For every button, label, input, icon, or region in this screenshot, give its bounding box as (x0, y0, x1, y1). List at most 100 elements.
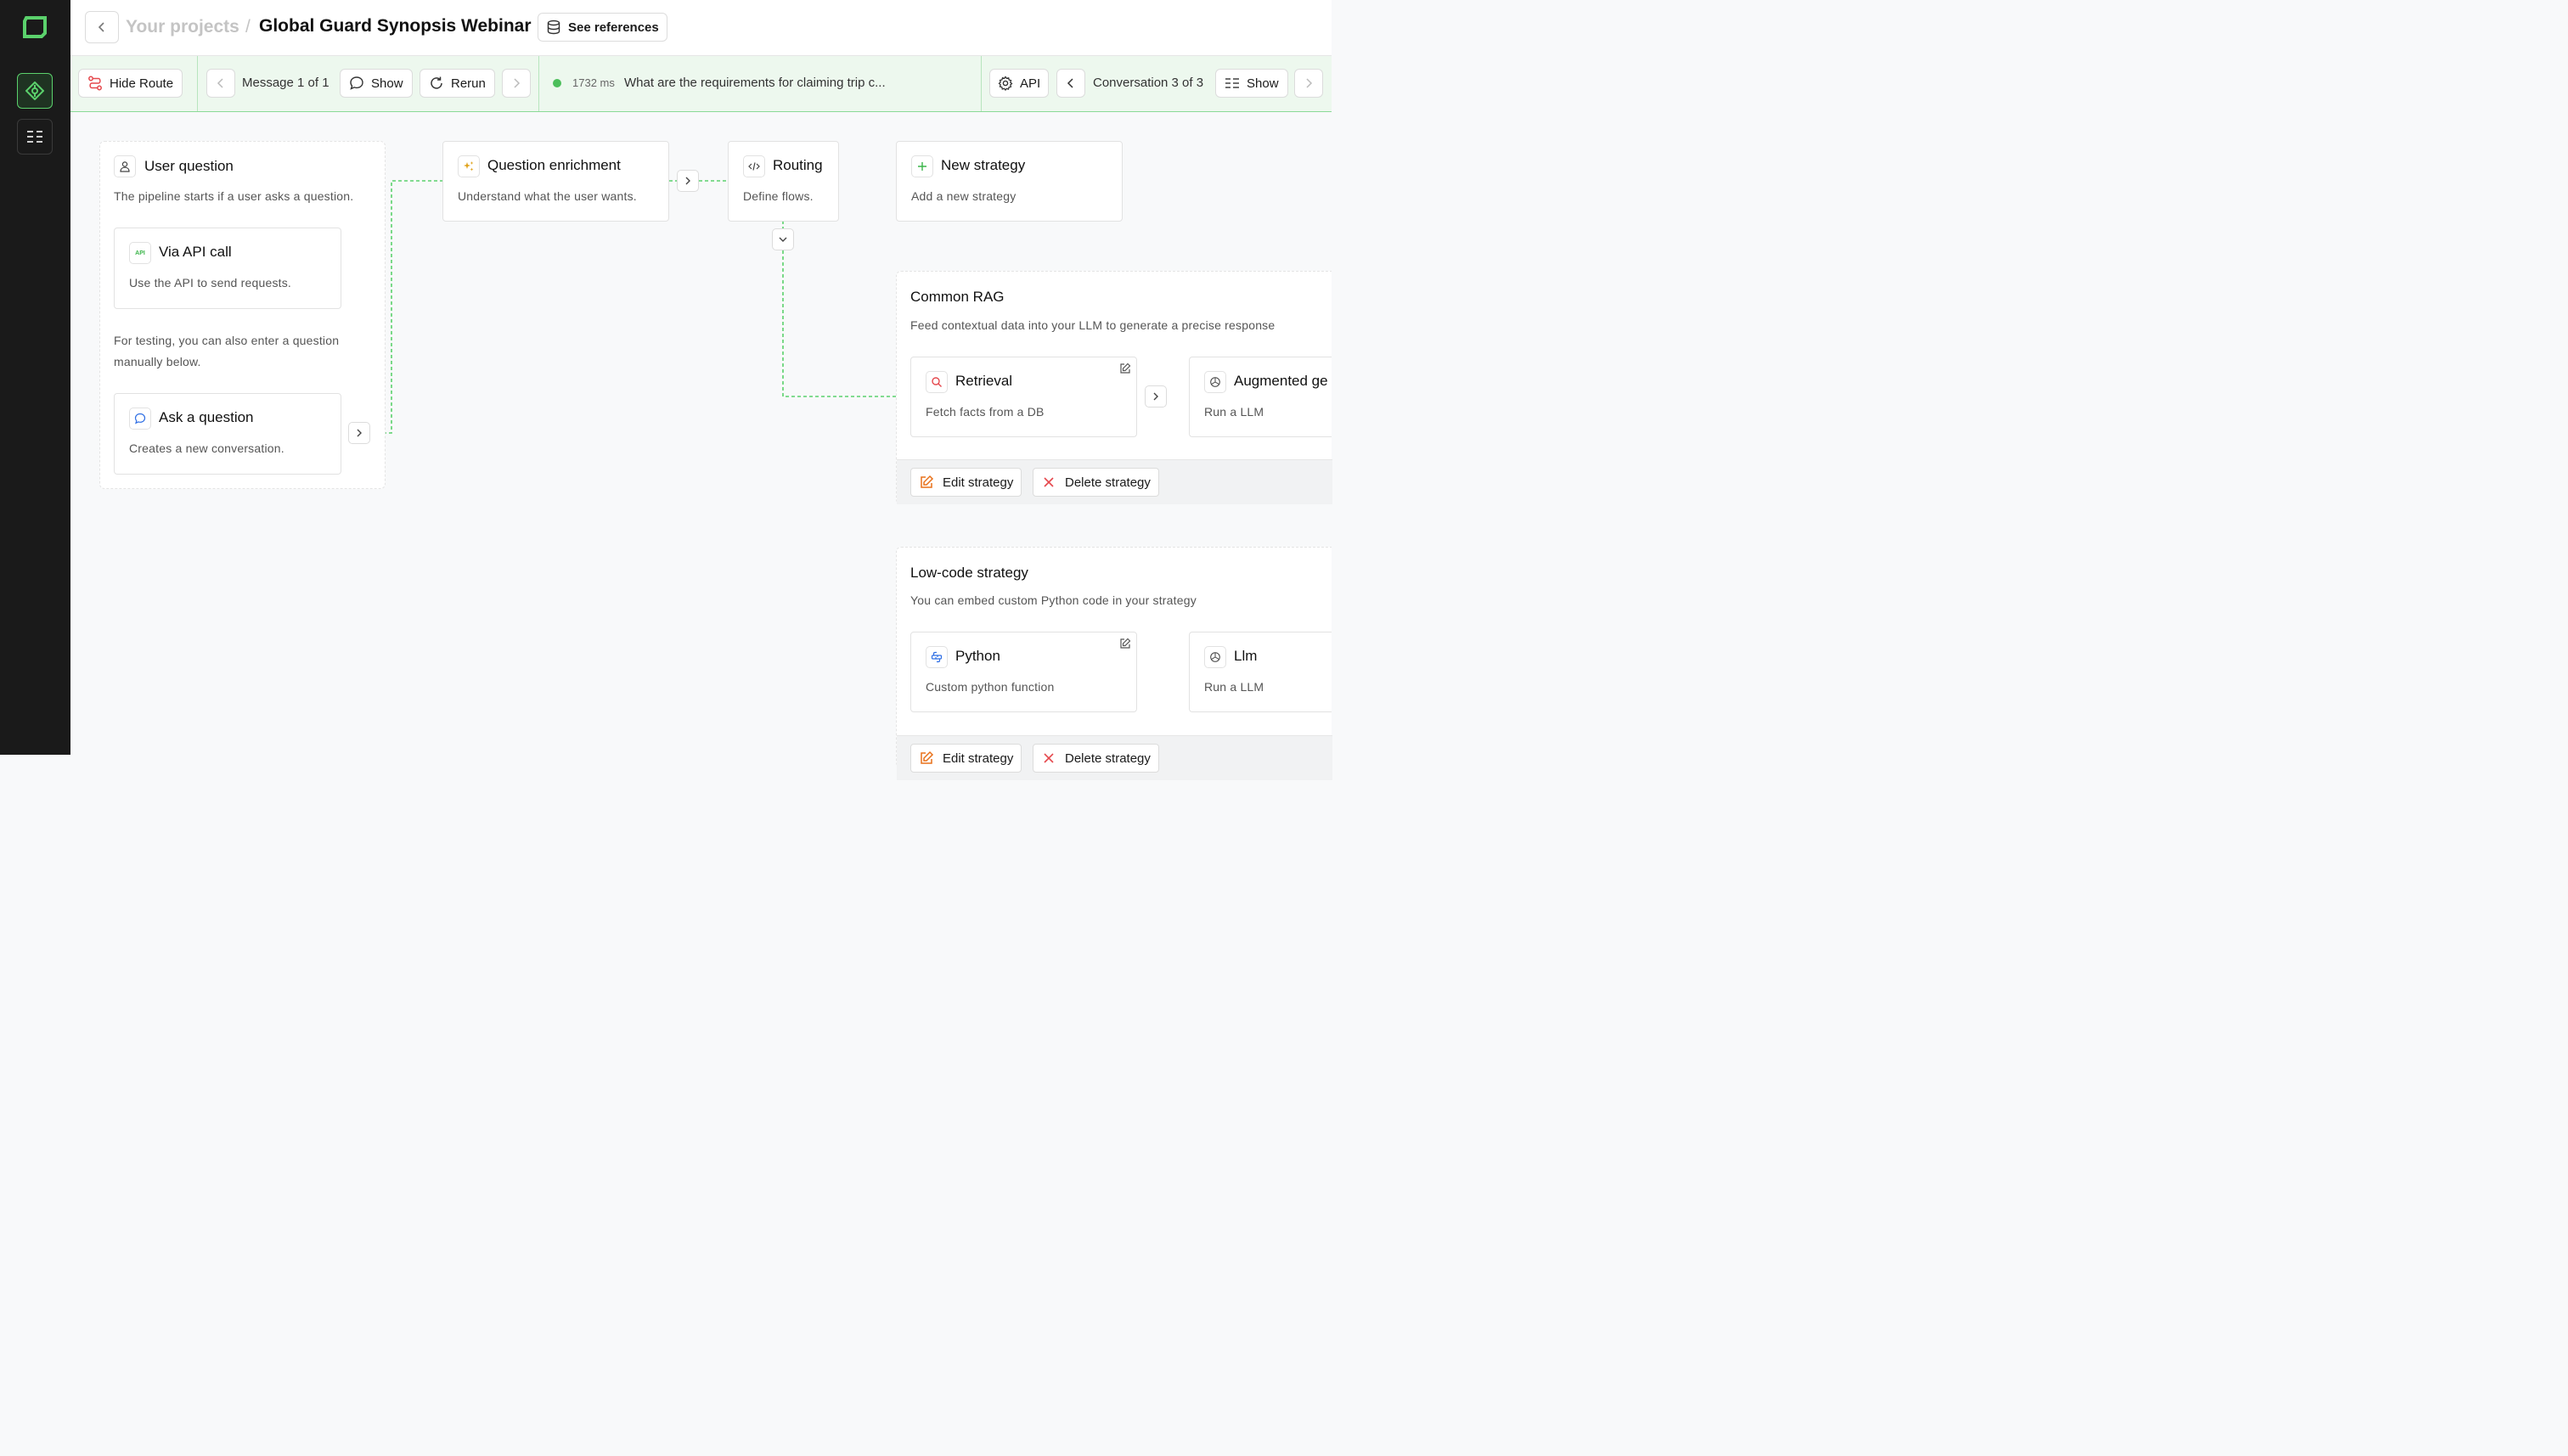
chevron-right-icon (1306, 78, 1313, 88)
low-code-description: You can embed custom Python code in your… (910, 593, 1197, 607)
low-code-actions: Edit strategy Delete strategy (897, 735, 1332, 780)
edit-strategy-label: Edit strategy (943, 750, 1014, 766)
see-references-label: See references (568, 20, 659, 35)
refresh-icon (431, 76, 442, 89)
next-message-button[interactable] (502, 69, 531, 98)
augmented-generation-title: Augmented ge (1234, 373, 1328, 389)
new-strategy-card[interactable]: New strategy Add a new strategy (896, 141, 1123, 222)
chevron-right-icon (514, 78, 521, 88)
ask-question-card[interactable]: Ask a question Creates a new conversatio… (114, 393, 341, 475)
delete-strategy-button[interactable]: Delete strategy (1033, 468, 1159, 497)
ask-question-description: Creates a new conversation. (129, 441, 284, 455)
hide-route-button[interactable]: Hide Route (78, 69, 183, 98)
retrieval-title: Retrieval (955, 373, 1013, 389)
toolbar-divider (981, 56, 982, 111)
python-title: Python (955, 648, 1000, 664)
search-icon (926, 371, 948, 393)
next-conversation-button[interactable] (1294, 69, 1323, 98)
routing-title: Routing (773, 157, 823, 173)
common-rag-title: Common RAG (910, 289, 1005, 305)
delete-strategy-label: Delete strategy (1065, 475, 1151, 490)
list-icon (27, 131, 42, 143)
sidebar (0, 0, 70, 755)
edit-strategy-label: Edit strategy (943, 475, 1014, 490)
routing-card[interactable]: Routing Define flows. (728, 141, 839, 222)
chevron-left-icon (217, 78, 223, 88)
llm-title: Llm (1234, 648, 1258, 664)
edit-icon[interactable] (1119, 363, 1131, 374)
common-rag-actions: Edit strategy Delete strategy (897, 459, 1332, 504)
retrieval-card[interactable]: Retrieval Fetch facts from a DB (910, 357, 1137, 437)
chevron-left-icon (1067, 78, 1073, 88)
breadcrumb-separator: / (245, 17, 251, 37)
question-enrichment-card[interactable]: Question enrichment Understand what the … (442, 141, 669, 222)
breadcrumb-your-projects[interactable]: Your projects (126, 17, 239, 37)
top-header: Your projects / Global Guard Synopsis We… (70, 0, 1332, 56)
rerun-button[interactable]: Rerun (420, 69, 495, 98)
python-icon (926, 646, 948, 668)
via-api-card[interactable]: API Via API call Use the API to send req… (114, 228, 341, 309)
delete-strategy-button[interactable]: Delete strategy (1033, 744, 1159, 773)
api-label: API (1020, 76, 1041, 91)
chevron-right-icon (357, 429, 362, 437)
openai-icon (1204, 371, 1226, 393)
python-description: Custom python function (926, 680, 1055, 694)
via-api-description: Use the API to send requests. (129, 276, 292, 290)
sparkles-icon (458, 155, 480, 177)
retrieval-connector-button[interactable] (1145, 385, 1167, 408)
routing-expand-button[interactable] (772, 228, 794, 250)
edit-icon (921, 750, 934, 764)
plus-icon (911, 155, 933, 177)
enrichment-connector-button[interactable] (677, 170, 699, 192)
previous-message-button[interactable] (206, 69, 235, 98)
message-counter: Message 1 of 1 (242, 76, 329, 90)
chat-bubble-icon (129, 408, 151, 430)
edit-strategy-button[interactable]: Edit strategy (910, 468, 1022, 497)
delete-strategy-label: Delete strategy (1065, 750, 1151, 766)
sidebar-pipeline-button[interactable] (17, 73, 53, 109)
new-strategy-description: Add a new strategy (911, 189, 1016, 203)
ask-question-connector-button[interactable] (348, 422, 370, 444)
page-title: Global Guard Synopsis Webinar (259, 16, 532, 36)
edit-icon[interactable] (1119, 638, 1131, 649)
chevron-right-icon (1153, 392, 1158, 401)
via-api-title: Via API call (159, 244, 232, 260)
show-message-button[interactable]: Show (340, 69, 413, 98)
toolbar-divider (538, 56, 539, 111)
show-conversation-button[interactable]: Show (1215, 69, 1288, 98)
gear-icon (998, 76, 1013, 91)
llm-card[interactable]: Llm Run a LLM (1189, 632, 1332, 712)
testing-note-line-2: manually below. (114, 355, 201, 368)
close-icon (1044, 753, 1054, 763)
back-button[interactable] (85, 11, 119, 43)
augmented-generation-description: Run a LLM (1204, 405, 1264, 419)
chevron-right-icon (685, 177, 690, 185)
edit-strategy-button[interactable]: Edit strategy (910, 744, 1022, 773)
route-icon (88, 76, 102, 91)
show-conversation-label: Show (1247, 76, 1279, 91)
python-card[interactable]: Python Custom python function (910, 632, 1137, 712)
previous-conversation-button[interactable] (1056, 69, 1085, 98)
conversation-counter: Conversation 3 of 3 (1093, 76, 1204, 90)
toolbar-divider (197, 56, 198, 111)
hide-route-label: Hide Route (110, 76, 174, 91)
ask-question-title: Ask a question (159, 409, 254, 425)
pipeline-icon (25, 82, 44, 100)
retrieval-description: Fetch facts from a DB (926, 405, 1045, 419)
api-button[interactable]: API (989, 69, 1050, 98)
chat-bubble-icon (350, 76, 363, 90)
common-rag-description: Feed contextual data into your LLM to ge… (910, 318, 1276, 332)
question-preview[interactable]: What are the requirements for claiming t… (624, 76, 886, 90)
status-dot (553, 79, 561, 87)
question-enrichment-description: Understand what the user wants. (458, 189, 637, 203)
sidebar-list-button[interactable] (17, 119, 53, 155)
rerun-label: Rerun (451, 76, 486, 91)
chevron-left-icon (98, 22, 104, 32)
app-logo[interactable] (23, 16, 47, 38)
see-references-button[interactable]: See references (538, 13, 667, 42)
low-code-title: Low-code strategy (910, 565, 1028, 581)
user-question-description: The pipeline starts if a user asks a que… (114, 189, 354, 203)
augmented-generation-card[interactable]: Augmented ge Run a LLM (1189, 357, 1332, 437)
user-question-title: User question (144, 158, 234, 174)
chevron-down-icon (779, 237, 787, 242)
